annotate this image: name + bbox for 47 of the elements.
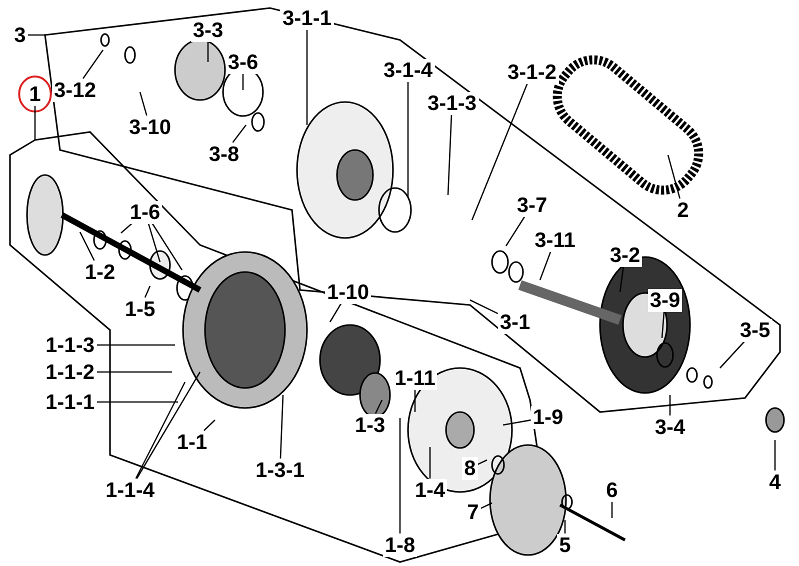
leader-line	[120, 223, 132, 234]
leader-line	[407, 82, 409, 198]
leader-line	[96, 401, 178, 403]
callout-number: 8	[462, 456, 478, 480]
leader-line	[505, 216, 526, 246]
leader-line	[478, 459, 488, 465]
leader-line	[669, 395, 671, 416]
leader-line	[96, 371, 172, 373]
leader-line	[82, 50, 104, 79]
leader-line	[619, 266, 624, 292]
leader-line	[135, 382, 186, 479]
leader-line	[152, 223, 183, 270]
leader-line	[774, 440, 776, 470]
callout-number: 3-1	[498, 310, 532, 334]
leader-line	[429, 447, 431, 478]
leader-line	[414, 390, 416, 412]
leader-line	[148, 223, 161, 262]
leader-line	[232, 124, 247, 143]
leader-line	[280, 394, 284, 459]
leader-line	[611, 502, 613, 518]
leader-line	[139, 92, 148, 116]
callout-number: 3-5	[738, 318, 772, 342]
leader-line	[470, 299, 498, 314]
leader-line	[471, 83, 528, 220]
leader-line	[242, 74, 244, 90]
leader-line	[661, 311, 665, 338]
leader-line	[136, 372, 201, 479]
leader-line	[539, 251, 552, 280]
leader-line	[306, 30, 308, 125]
leader-line	[720, 341, 745, 368]
leader-line	[96, 344, 175, 346]
leader-line	[144, 286, 151, 298]
leader-line	[480, 502, 492, 509]
leader-line	[399, 418, 401, 534]
leader-line	[204, 420, 216, 431]
leader-line	[79, 232, 95, 261]
leader-line	[374, 400, 383, 414]
leader-line	[28, 34, 45, 36]
leader-line	[207, 42, 209, 62]
callout-number: 1-6	[128, 200, 162, 224]
leader-line	[447, 114, 452, 196]
leader-line	[329, 303, 342, 322]
callout-number: 1-9	[530, 406, 566, 428]
callout-number: 3-9	[648, 288, 682, 312]
leader-line	[564, 520, 566, 534]
leader-line	[502, 419, 531, 426]
leader-line	[34, 106, 36, 140]
